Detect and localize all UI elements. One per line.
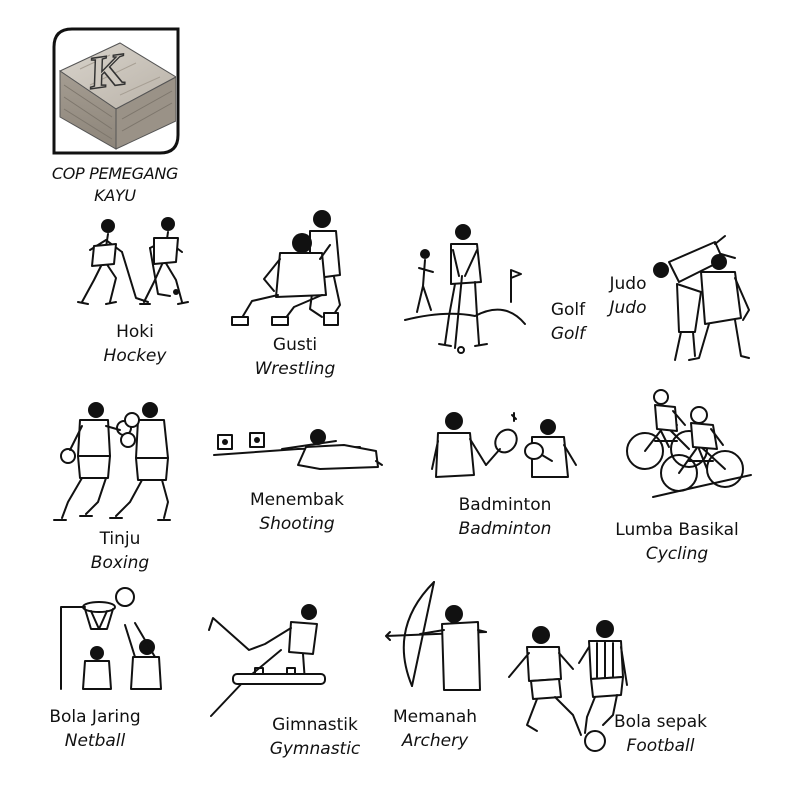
label-archery-malay: Memanah bbox=[392, 707, 478, 727]
label-netball: Bola Jaring Netball bbox=[40, 705, 150, 753]
golfer-icon bbox=[404, 220, 540, 360]
stamp-caption-line-2: KAYU bbox=[94, 186, 136, 205]
label-football-malay: Bola sepak bbox=[614, 712, 707, 732]
label-netball-malay: Bola Jaring bbox=[49, 707, 141, 727]
label-shooting: Menembak Shooting bbox=[232, 488, 362, 536]
label-archery-english: Archery bbox=[401, 731, 469, 751]
judo-throw-icon bbox=[645, 232, 755, 367]
label-gymnastic-english: Gymnastic bbox=[269, 739, 361, 759]
prone-shooter-icon bbox=[210, 425, 385, 485]
label-cycling-english: Cycling bbox=[645, 544, 709, 564]
label-badminton-malay: Badminton bbox=[458, 495, 552, 515]
label-shooting-english: Shooting bbox=[259, 514, 335, 534]
stamp-caption: COP PEMEGANG KAYU bbox=[40, 163, 190, 207]
label-gymnastic: Gimnastik Gymnastic bbox=[260, 713, 370, 761]
label-hockey-malay: Hoki bbox=[116, 322, 154, 342]
stamp-caption-line-1: COP PEMEGANG bbox=[51, 164, 179, 183]
label-golf-english: Golf bbox=[550, 324, 586, 344]
label-badminton: Badminton Badminton bbox=[440, 493, 570, 541]
label-hockey-english: Hockey bbox=[103, 346, 167, 366]
label-wrestling-english: Wrestling bbox=[254, 359, 336, 379]
archer-icon bbox=[382, 578, 492, 698]
label-cycling-malay: Lumba Basikal bbox=[615, 520, 739, 540]
label-shooting-malay: Menembak bbox=[250, 490, 344, 510]
label-judo: Judo Judo bbox=[598, 272, 658, 320]
label-golf: Golf Golf bbox=[538, 298, 598, 346]
label-hockey: Hoki Hockey bbox=[70, 320, 200, 368]
cyclists-icon bbox=[625, 385, 755, 505]
label-boxing-english: Boxing bbox=[90, 553, 150, 573]
label-judo-malay: Judo bbox=[609, 274, 647, 294]
label-football-english: Football bbox=[626, 736, 695, 756]
stamp-letter: K bbox=[89, 44, 126, 100]
wrestlers-icon bbox=[230, 205, 360, 335]
hockey-players-icon bbox=[70, 210, 200, 320]
netball-players-icon bbox=[55, 585, 165, 695]
label-wrestling-malay: Gusti bbox=[272, 335, 318, 355]
badminton-players-icon bbox=[430, 405, 580, 495]
label-golf-malay: Golf bbox=[550, 300, 586, 320]
label-boxing-malay: Tinju bbox=[99, 529, 141, 549]
footballers-icon bbox=[505, 615, 635, 755]
pommel-horse-gymnast-icon bbox=[205, 600, 326, 725]
label-gymnastic-malay: Gimnastik bbox=[272, 715, 358, 735]
label-boxing: Tinju Boxing bbox=[75, 527, 165, 575]
label-netball-english: Netball bbox=[64, 731, 126, 751]
label-football: Bola sepak Football bbox=[608, 710, 713, 758]
label-judo-english: Judo bbox=[609, 298, 647, 318]
label-archery: Memanah Archery bbox=[380, 705, 490, 753]
label-wrestling: Gusti Wrestling bbox=[230, 333, 360, 381]
label-cycling: Lumba Basikal Cycling bbox=[607, 518, 747, 566]
wooden-stamp-icon: K bbox=[50, 25, 182, 157]
boxers-icon bbox=[50, 398, 180, 528]
label-badminton-english: Badminton bbox=[458, 519, 552, 539]
